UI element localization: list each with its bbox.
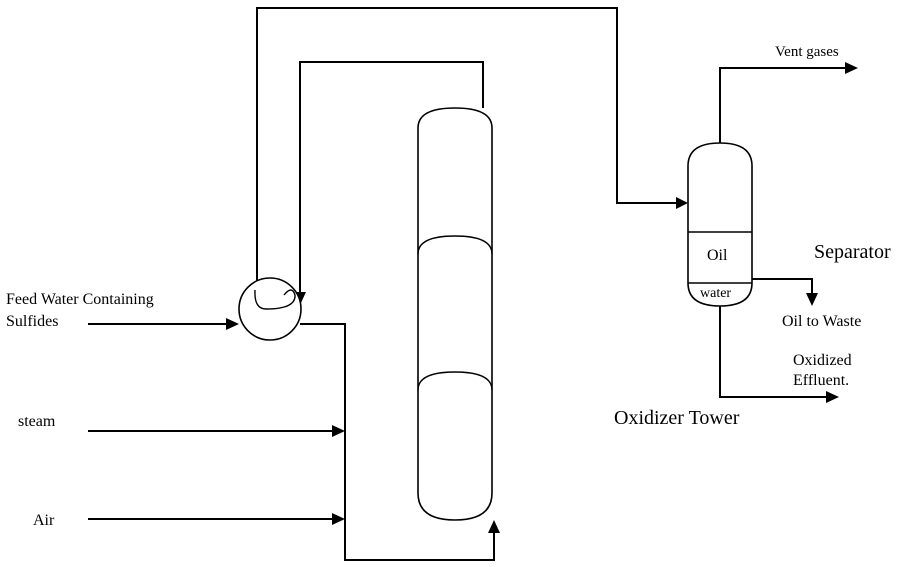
oil-layer-label: Oil: [707, 247, 728, 264]
oil-to-waste-line: [752, 278, 813, 296]
air-label: Air: [33, 512, 55, 529]
heat-exchanger: [238, 277, 302, 341]
separator-vessel: [687, 142, 753, 307]
exchanger-to-separator-line: [256, 7, 678, 292]
feed-water-arrow: [226, 318, 239, 330]
oxidized-effluent-label-line2: Effluent.: [793, 372, 849, 389]
air-arrow: [332, 513, 345, 525]
vent-gases-label: Vent gases: [775, 44, 839, 60]
feed-water-label-line1: Feed Water Containing: [6, 291, 154, 308]
oil-to-waste-label: Oil to Waste: [782, 313, 861, 330]
oxidized-effluent-label-line1: Oxidized: [793, 352, 852, 369]
oxidizer-tower-label: Oxidizer Tower: [614, 407, 740, 429]
oil-to-waste-arrow: [806, 293, 818, 306]
water-layer-label: water: [700, 286, 731, 301]
separator-label: Separator: [814, 241, 891, 263]
oxidized-effluent-arrow: [826, 391, 839, 403]
steam-arrow: [332, 425, 345, 437]
vent-gases-line: [719, 67, 847, 143]
steam-label: steam: [18, 413, 56, 430]
tower-bottom-inlet-arrow: [488, 520, 500, 533]
feed-water-label-line2: Sulfides: [6, 313, 58, 330]
vent-gases-arrow: [845, 62, 858, 74]
tower-overhead-line: [299, 61, 484, 295]
separator-inlet-arrow: [676, 197, 688, 209]
oxidizer-tower: [417, 107, 493, 521]
exchanger-to-tower-line: [300, 323, 495, 561]
oxidized-effluent-line: [719, 306, 828, 398]
